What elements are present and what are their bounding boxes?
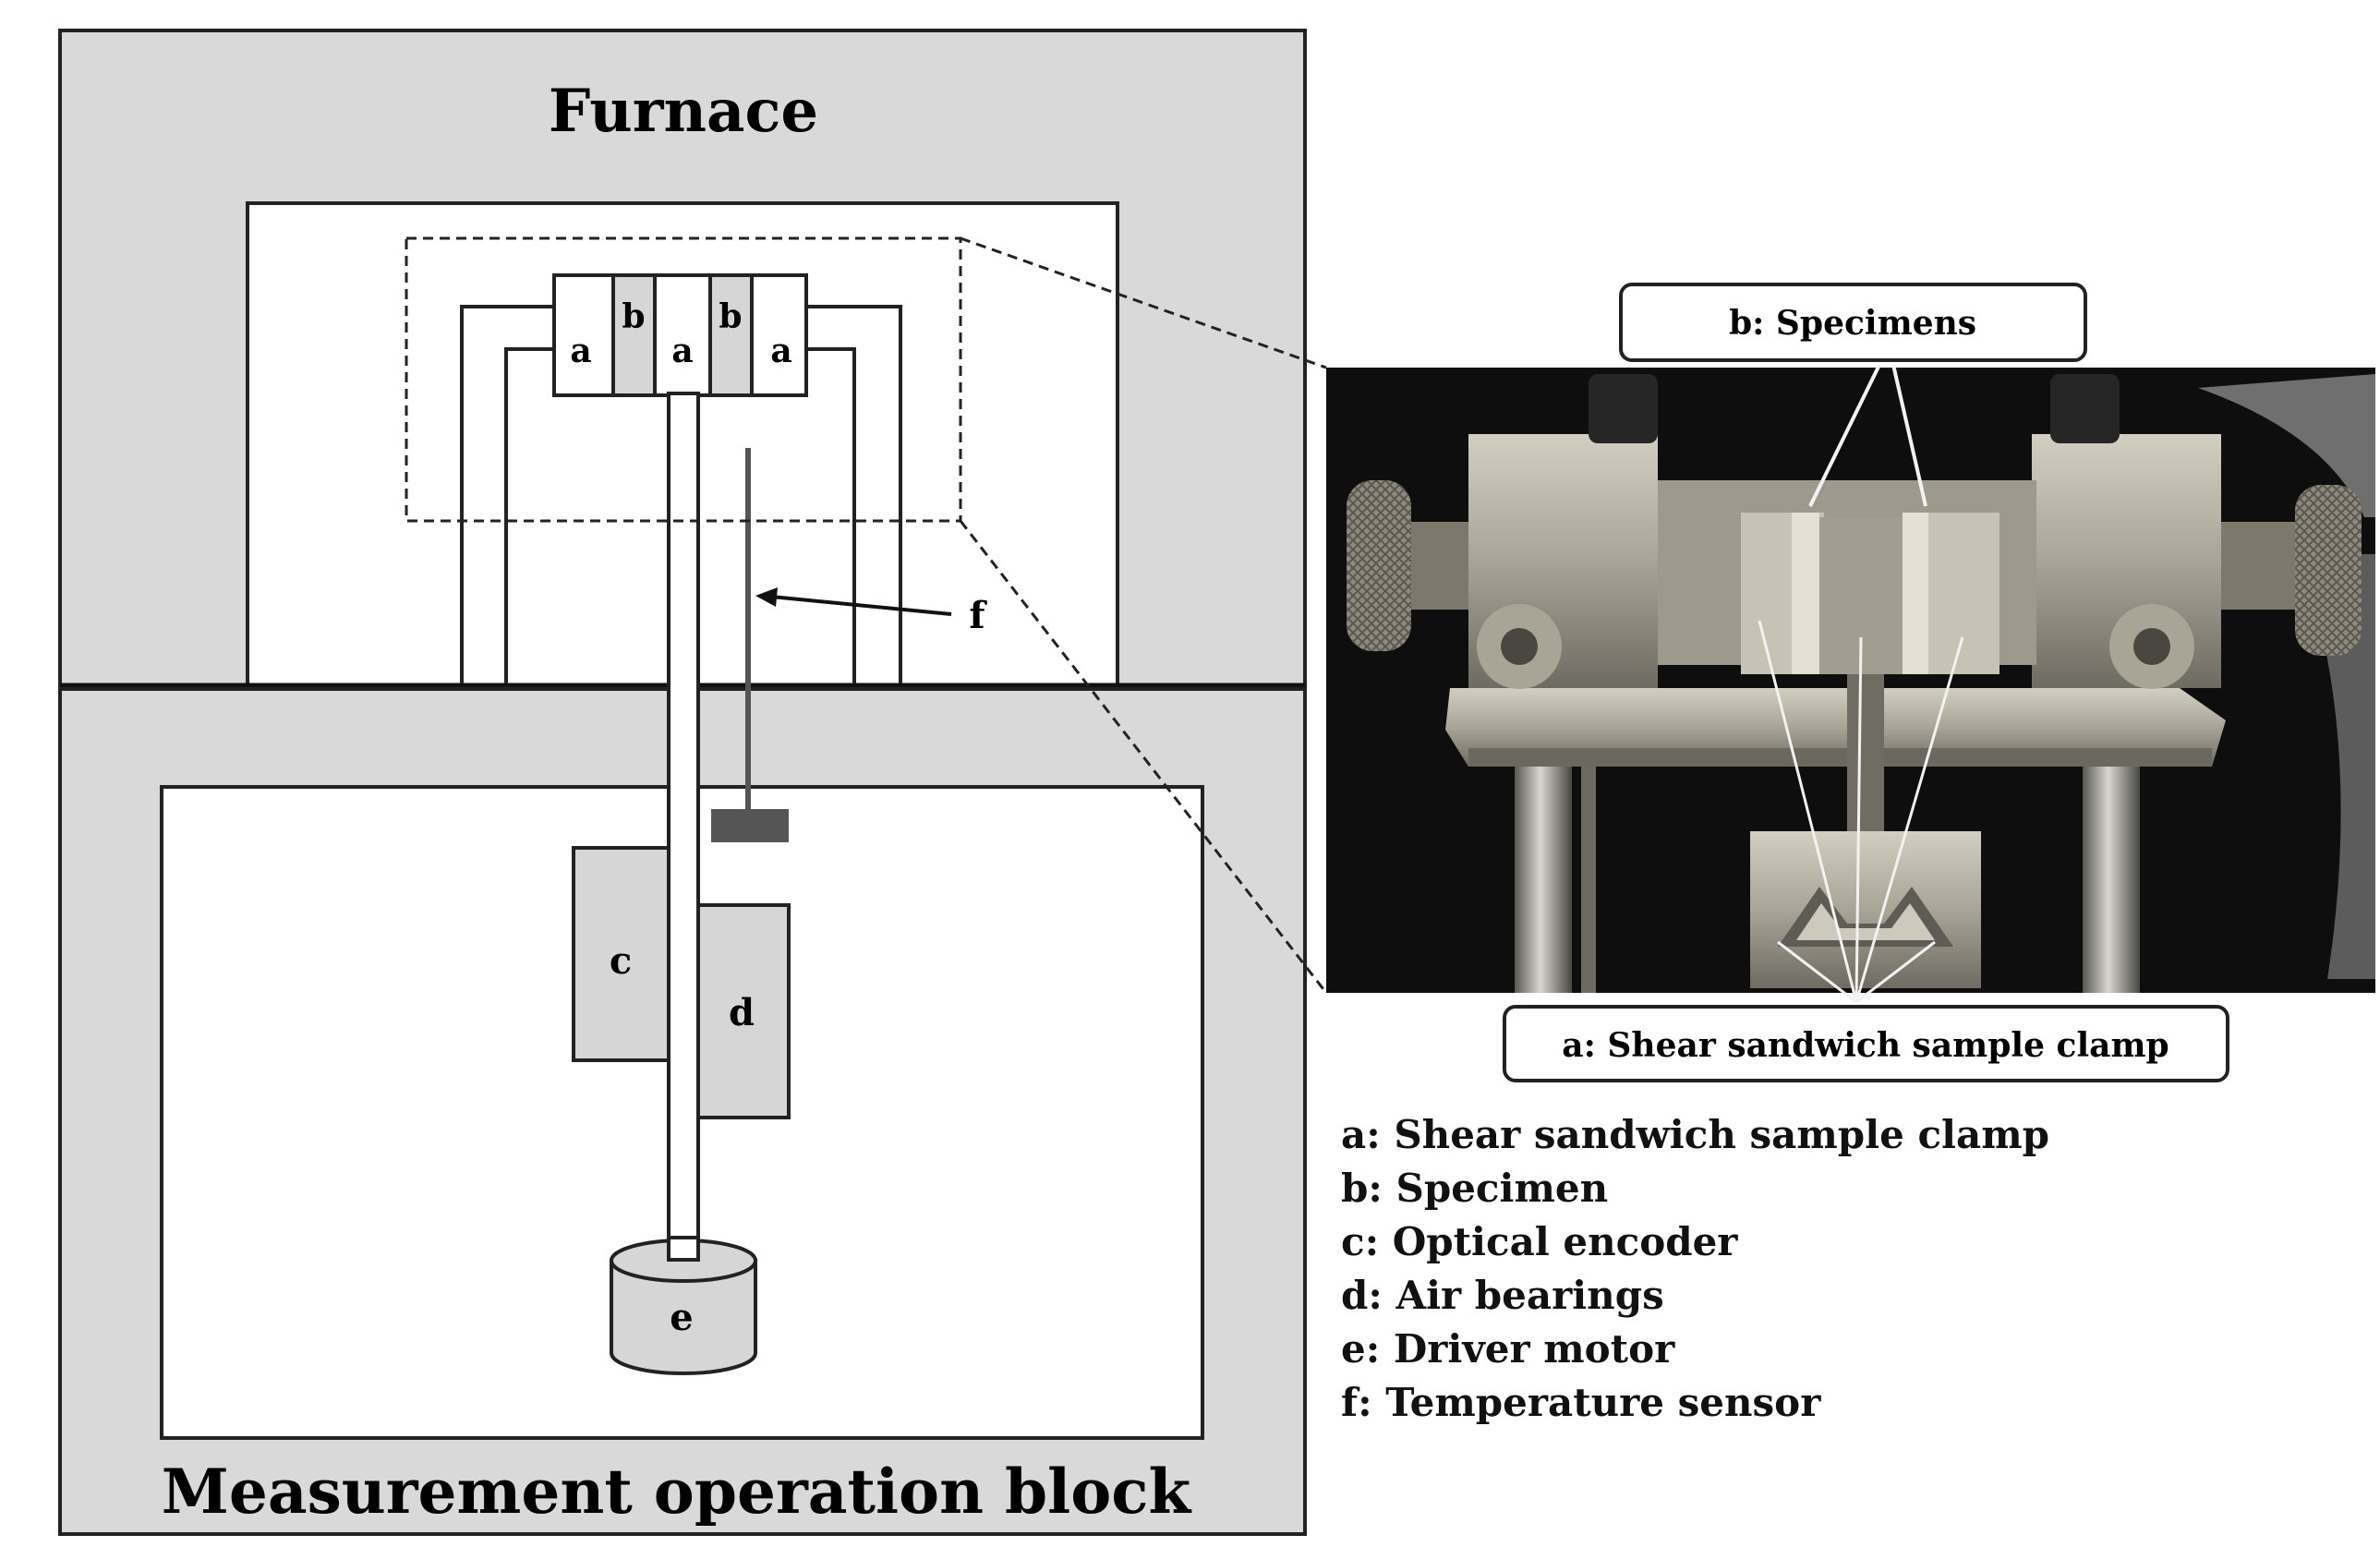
furnace-title: Furnace [549,77,818,146]
sensor-pointer-line [770,595,952,616]
legend-item-c: c: Optical encoder [1341,1219,1738,1264]
legend-item-b: b: Specimen [1341,1166,1609,1211]
clamp-holder-outer-left [460,305,554,683]
specimen-pointer-left [1808,364,1881,507]
clamp-holder-inner-right [806,347,856,683]
zoom-region-box [405,236,962,523]
driver-motor [610,1236,757,1375]
zoom-connector-top [960,236,1327,369]
measurement-block-title: Measurement operation block [162,1456,1192,1528]
part-label-a-right: a [770,332,791,370]
schematic: Furnace Measurement operation block a b … [58,29,1307,1536]
clamp-pointer-5 [1855,940,1936,1004]
part-label-f: f [969,594,987,637]
part-label-c: c [610,939,632,983]
legend-item-f: f: Temperature sensor [1341,1380,1821,1425]
sensor-pointer-arrowhead [755,587,778,607]
legend: a: Shear sandwich sample clamp b: Specim… [1341,1108,2049,1430]
legend-item-a: a: Shear sandwich sample clamp [1341,1112,2050,1157]
clamp-block-right [750,273,808,397]
clamp-pointer-1 [1758,620,1858,1003]
optical-encoder [572,846,671,1062]
part-label-b-left: b [622,297,645,336]
part-label-e: e [670,1296,693,1339]
part-label-d: d [729,991,755,1034]
callout-clamp-text: a: Shear sandwich sample clamp [1562,1026,2169,1065]
part-label-b-right: b [719,297,742,336]
legend-item-d: d: Air bearings [1341,1273,1664,1318]
legend-item-e: e: Driver motor [1341,1326,1675,1372]
air-bearings [696,903,791,1119]
callout-clamp: a: Shear sandwich sample clamp [1503,1005,2229,1082]
clamp-pointer-3 [1854,636,1964,1003]
drive-shaft [667,392,700,1259]
callout-specimens: b: Specimens [1619,283,2087,362]
clamp-pointer-4 [1777,940,1857,1004]
callout-specimens-text: b: Specimens [1729,304,1976,343]
clamp-pointer-2 [1854,636,1863,1003]
apparatus-photo [1326,364,2375,1004]
part-label-a-center: a [671,332,693,370]
specimen-pointer-right [1891,364,1927,507]
clamp-holder-outer-right [806,305,902,683]
temperature-sensor-base [711,809,789,842]
part-label-a-left: a [570,332,591,370]
specimen-left [611,273,657,397]
clamp-holder-inner-left [504,347,554,683]
